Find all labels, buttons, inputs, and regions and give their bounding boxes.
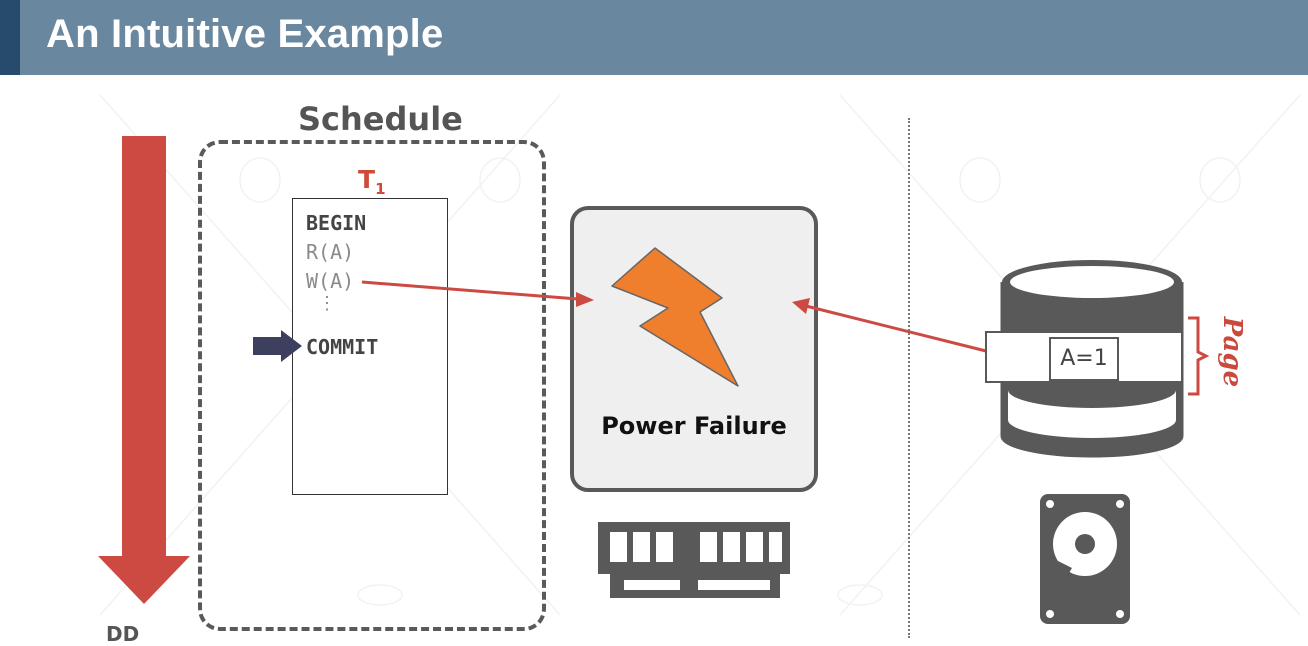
- transaction-box: [292, 198, 448, 495]
- slide-title: An Intuitive Example: [46, 12, 444, 56]
- transaction-label: T1: [358, 165, 386, 198]
- op-commit: COMMIT: [306, 335, 379, 359]
- op-begin: BEGIN: [306, 211, 367, 235]
- memory-disk-divider: [908, 118, 910, 638]
- corner-text: DD: [106, 622, 140, 646]
- schedule-box: [198, 140, 546, 631]
- power-failure-label: Power Failure: [601, 412, 787, 440]
- op-write-a: W(A): [306, 269, 355, 293]
- header-accent-bar: [0, 0, 20, 75]
- slide-header: An Intuitive Example: [0, 0, 1308, 75]
- schedule-title: Schedule: [298, 100, 463, 138]
- page-content: A=1: [1060, 346, 1108, 371]
- op-read-a: R(A): [306, 240, 355, 264]
